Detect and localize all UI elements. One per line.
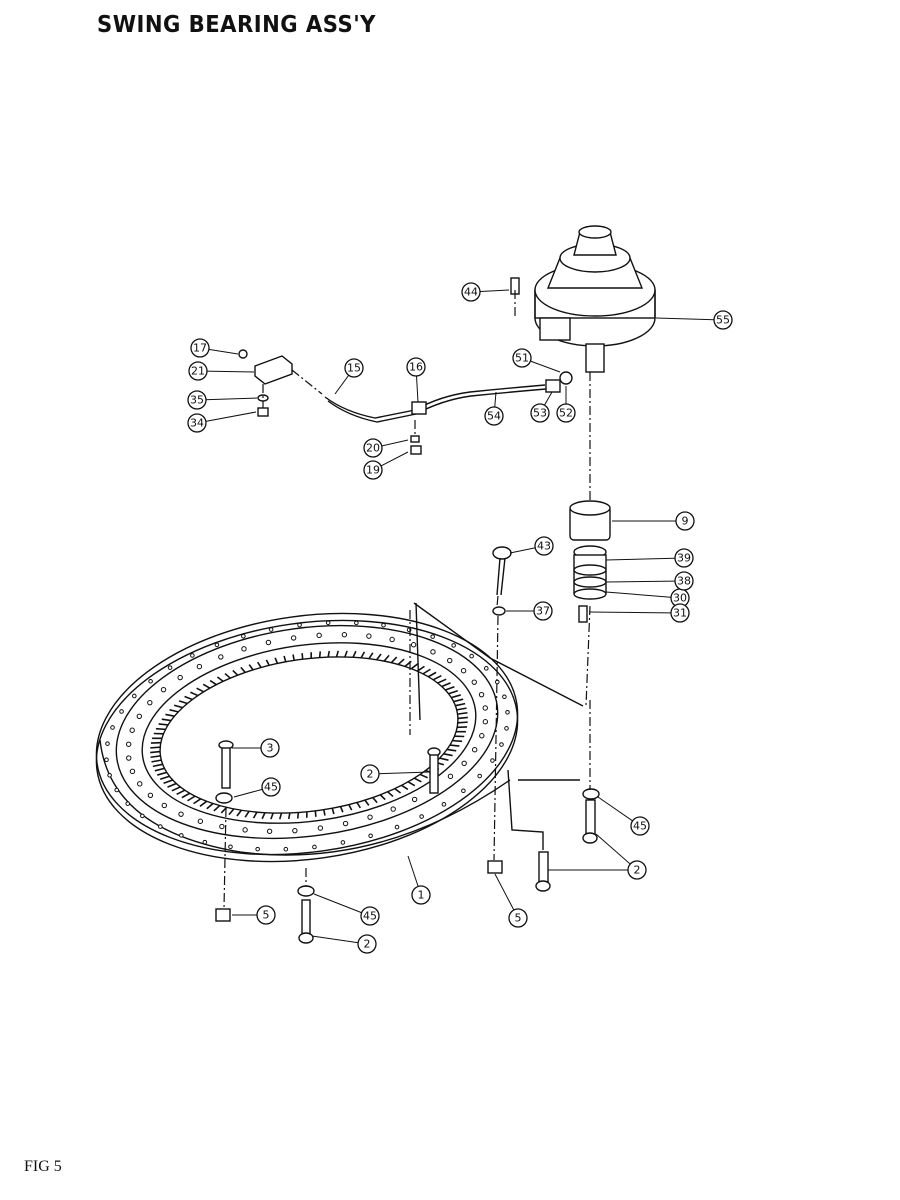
callout-number: 54	[487, 410, 501, 423]
callout-number: 37	[536, 605, 550, 618]
callout-45: 45	[261, 777, 281, 797]
callout-52: 52	[556, 403, 576, 423]
callout-number: 45	[363, 910, 377, 923]
callout-number: 30	[673, 592, 687, 605]
washer-45-bottom	[297, 885, 315, 897]
reference-lines	[413, 602, 584, 850]
callout-53: 53	[530, 403, 550, 423]
callout-number: 16	[409, 361, 423, 374]
callout-number: 45	[633, 820, 647, 833]
elbow-52	[559, 371, 573, 385]
fitting-53	[545, 379, 561, 393]
shims-stack	[573, 545, 607, 600]
callout-number: 21	[191, 365, 205, 378]
callout-number: 5	[515, 912, 522, 925]
callout-number: 43	[537, 540, 551, 553]
callout-number: 45	[264, 781, 278, 794]
nut-5-center	[487, 860, 503, 874]
callout-44: 44	[461, 282, 481, 302]
callout-45: 45	[360, 906, 380, 926]
callout-number: 44	[464, 286, 478, 299]
callout-19: 19	[363, 460, 383, 480]
swing-motor-reducer	[534, 225, 656, 373]
centerlines	[223, 290, 591, 909]
callout-15: 15	[344, 358, 364, 378]
nut-19	[410, 445, 422, 455]
bolt-31	[578, 605, 588, 623]
callout-17: 17	[190, 338, 210, 358]
callout-number: 20	[366, 442, 380, 455]
callout-2: 2	[627, 860, 647, 880]
callout-2: 2	[360, 764, 380, 784]
figure-label: FIG 5	[24, 1158, 62, 1175]
callout-3: 3	[260, 738, 280, 758]
callout-number: 2	[634, 864, 641, 877]
callout-number: 52	[559, 407, 573, 420]
diagram-title: SWING BEARING ASS'Y	[97, 12, 376, 38]
callout-number: 34	[190, 417, 204, 430]
callout-number: 39	[677, 552, 691, 565]
callout-5: 5	[508, 908, 528, 928]
washer-45-left	[215, 792, 233, 804]
ring-gear-teeth	[150, 650, 468, 820]
callout-number: 35	[190, 394, 204, 407]
callout-number: 9	[682, 515, 689, 528]
pinion-gear	[569, 500, 611, 541]
plug-17	[238, 349, 248, 359]
callout-35: 35	[187, 390, 207, 410]
callout-20: 20	[363, 438, 383, 458]
callout-39: 39	[674, 548, 694, 568]
callout-2: 2	[357, 934, 377, 954]
swing-bearing-ring	[95, 612, 519, 863]
callout-number: 1	[418, 889, 425, 902]
callout-number: 55	[716, 314, 730, 327]
callout-number: 2	[364, 938, 371, 951]
callout-38: 38	[674, 571, 694, 591]
callout-number: 51	[515, 352, 529, 365]
callout-1: 1	[411, 885, 431, 905]
callout-number: 2	[367, 768, 374, 781]
callout-number: 15	[347, 362, 361, 375]
nut-34	[257, 407, 269, 417]
callout-34: 34	[187, 413, 207, 433]
o-ring-20	[410, 435, 420, 443]
callout-16: 16	[406, 357, 426, 377]
callout-9: 9	[675, 511, 695, 531]
callout-number: 5	[263, 909, 270, 922]
callout-55: 55	[713, 310, 733, 330]
callout-5: 5	[256, 905, 276, 925]
callout-43: 43	[534, 536, 554, 556]
bolt-2-right-lower	[535, 851, 551, 892]
callout-54: 54	[484, 406, 504, 426]
callout-number: 3	[267, 742, 274, 755]
washer-37	[492, 606, 506, 616]
bolt-2-right-upper	[582, 799, 598, 844]
tee-16	[411, 401, 427, 415]
callout-number: 38	[677, 575, 691, 588]
callout-leaders	[196, 289, 724, 945]
ring-bolt-holes	[104, 620, 510, 852]
callout-31: 31	[670, 603, 690, 623]
grease-hose-edge	[327, 388, 547, 423]
bolt-2-ring	[427, 747, 441, 794]
fitting-block-21	[254, 355, 293, 385]
washer-45-right	[582, 788, 600, 800]
callout-number: 53	[533, 407, 547, 420]
bolt-2-bottom	[298, 899, 314, 944]
callout-37: 37	[533, 601, 553, 621]
nut-5-left	[215, 908, 231, 922]
callout-51: 51	[512, 348, 532, 368]
pin-43	[492, 546, 512, 596]
callout-number: 17	[193, 342, 207, 355]
callout-number: 19	[366, 464, 380, 477]
callout-45: 45	[630, 816, 650, 836]
grease-hose-54	[324, 384, 546, 419]
callout-21: 21	[188, 361, 208, 381]
bolt-3	[218, 740, 234, 789]
callout-number: 31	[673, 607, 687, 620]
